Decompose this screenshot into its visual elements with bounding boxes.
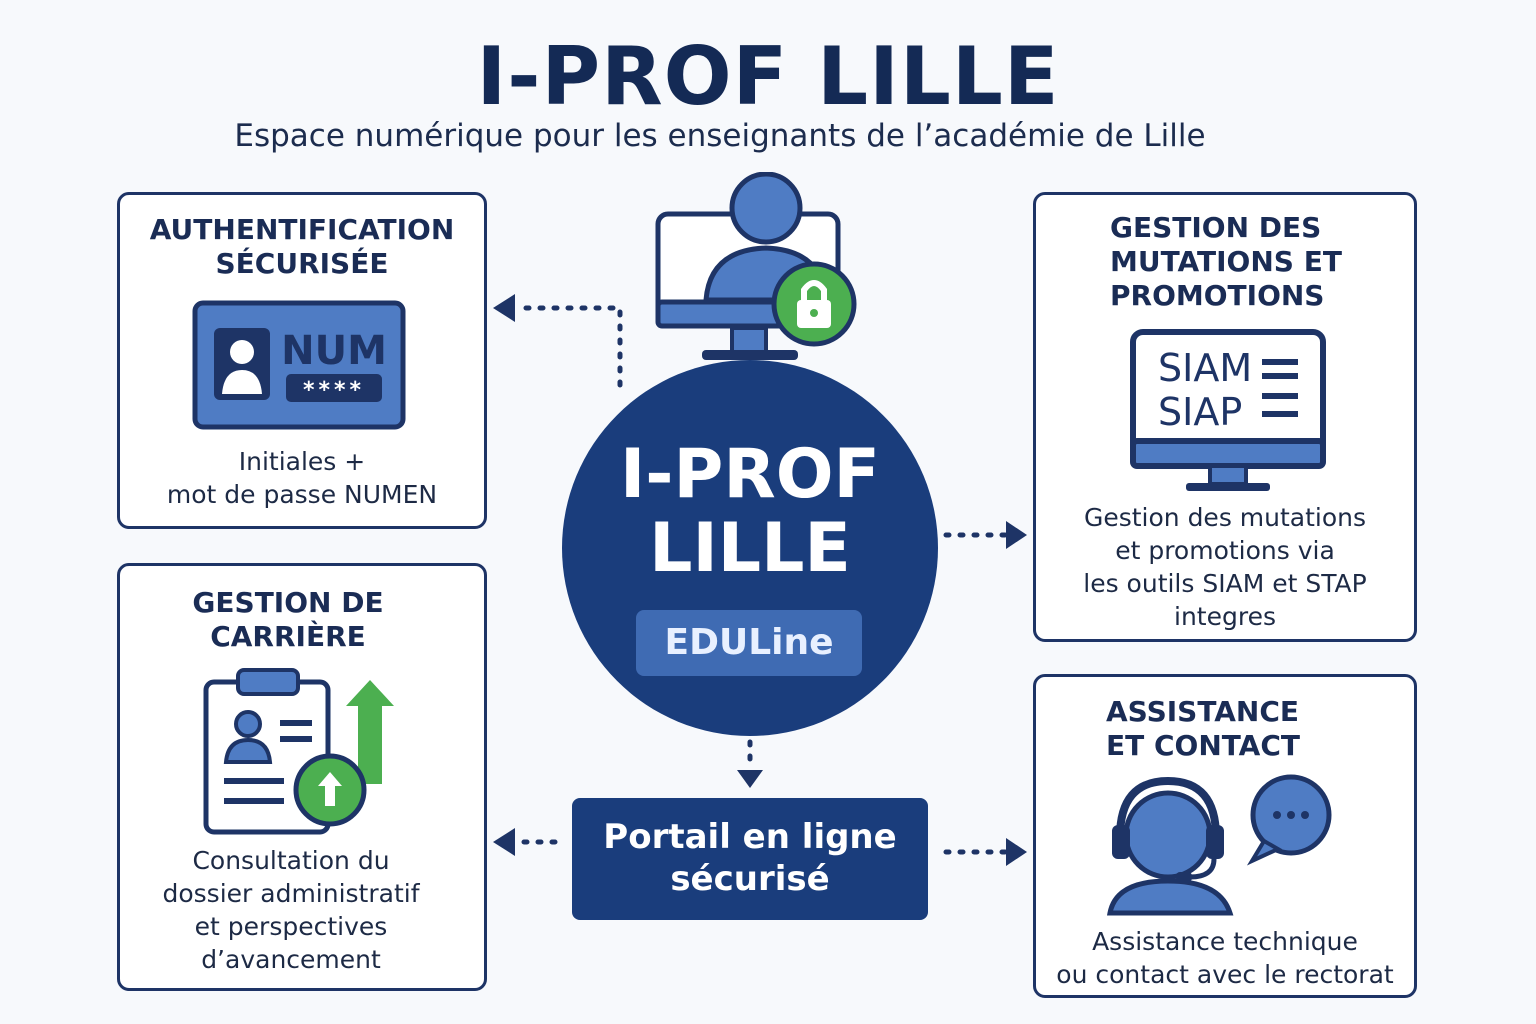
monitor-tools-icon: SIAM SIAP [1130, 329, 1326, 491]
page-subtitle: Espace numérique pour les enseignants de… [234, 118, 1206, 154]
hub-title-line-2: LILLE [649, 509, 851, 588]
career-text-line-1: Consultation du [192, 846, 390, 875]
id-card-label: NUM [281, 328, 387, 374]
assistance-title-line-2: ET CONTACT [1106, 729, 1301, 762]
career-title: GESTION DE CARRIÈRE [92, 586, 484, 654]
mutations-title-line-1: GESTION DES [1110, 211, 1322, 244]
clipboard-career-icon [203, 668, 394, 835]
auth-title: AUTHENTIFICATION SÉCURISÉE [120, 213, 484, 281]
portal-line-2: sécurisé [670, 859, 830, 899]
page-title: I-PROF LILLE [476, 30, 1060, 123]
screen-text-siam: SIAM [1158, 346, 1252, 390]
career-title-line-1: GESTION DE [192, 586, 384, 619]
arrow-head-mutations [1006, 521, 1027, 549]
career-text-line-3: et perspectives [194, 912, 388, 941]
career-text-line-2: dossier administratif [162, 879, 420, 908]
auth-description: Initiales + mot de passe NUMEN [120, 445, 484, 511]
auth-text-line-2: mot de passe NUMEN [166, 480, 438, 509]
mutations-title-line-2: MUTATIONS ET [1110, 245, 1342, 278]
assistance-description: Assistance technique ou contact avec le … [1036, 925, 1414, 991]
mutations-text-line-1: Gestion des mutations [1083, 503, 1367, 532]
portal-line-1: Portail en ligne [603, 817, 897, 857]
career-description: Consultation du dossier administratif et… [98, 844, 484, 976]
mutations-text-line-4: integres [1174, 602, 1276, 631]
mutations-text-line-3: les outils SIAM et STAP [1083, 569, 1367, 598]
card-authentication: AUTHENTIFICATION SÉCURISÉE NUM **** Init… [117, 192, 487, 529]
career-title-line-2: CARRIÈRE [210, 620, 366, 653]
hub-title: I-PROF LILLE [562, 438, 938, 586]
auth-title-line-2: SÉCURISÉE [215, 247, 389, 280]
auth-title-line-1: AUTHENTIFICATION [149, 213, 455, 246]
career-text-line-4: d’avancement [201, 945, 381, 974]
assistance-title: ASSISTANCE ET CONTACT [1106, 695, 1414, 763]
support-headset-icon [1106, 774, 1332, 916]
mutations-title-line-3: PROMOTIONS [1110, 279, 1325, 312]
arrow-head-career [493, 828, 515, 856]
mutations-description: Gestion des mutations et promotions via … [1036, 501, 1414, 633]
id-card-icon: NUM **** [192, 300, 406, 430]
assistance-title-line-1: ASSISTANCE [1106, 695, 1300, 728]
card-mutations: GESTION DES MUTATIONS ET PROMOTIONS SIAM… [1033, 192, 1417, 642]
arrow-head-auth [493, 294, 515, 322]
eduline-badge: EDULine [636, 610, 862, 676]
arrow-head-assistance [1006, 838, 1027, 866]
mutations-title: GESTION DES MUTATIONS ET PROMOTIONS [1110, 211, 1414, 313]
assistance-text-line-1: Assistance technique [1092, 927, 1358, 956]
assistance-text-line-2: ou contact avec le rectorat [1056, 960, 1394, 989]
card-career: GESTION DE CARRIÈRE Consultation du doss… [117, 563, 487, 991]
screen-text-siap: SIAP [1158, 390, 1242, 434]
id-card-password: **** [303, 378, 365, 403]
connector-to-auth [512, 305, 623, 388]
center-hub: I-PROF LILLE EDULine [562, 360, 938, 736]
auth-text-line-1: Initiales + [238, 447, 366, 476]
hub-title-line-1: I-PROF [620, 435, 880, 514]
secure-computer-icon [655, 172, 857, 360]
card-assistance: ASSISTANCE ET CONTACT Assistance techniq… [1033, 674, 1417, 998]
secure-portal-box: Portail en ligne sécurisé [572, 798, 928, 920]
mutations-text-line-2: et promotions via [1115, 536, 1335, 565]
arrow-head-portal [737, 770, 763, 788]
